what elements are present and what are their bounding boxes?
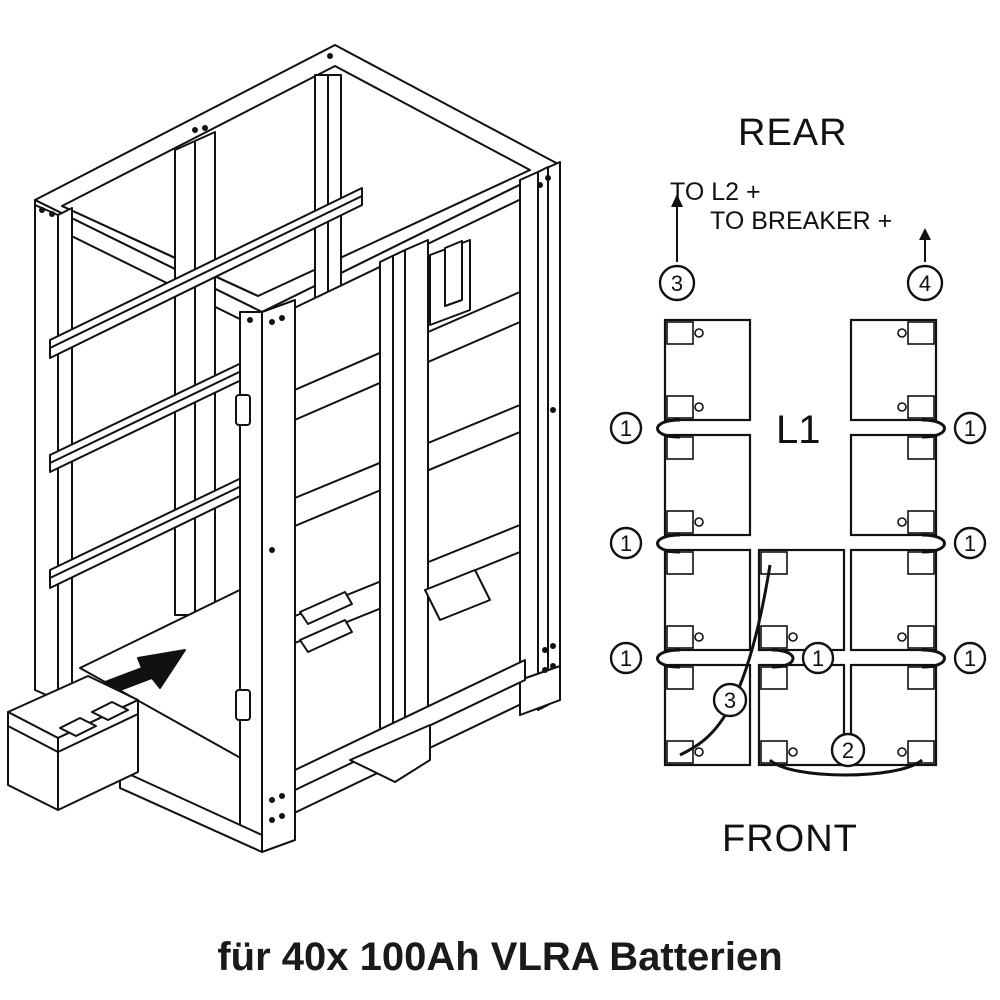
callout-number: 3 bbox=[671, 271, 683, 296]
callout-number: 2 bbox=[842, 738, 854, 763]
to-l2-label: TO L2 + bbox=[670, 178, 761, 206]
caption: für 40x 100Ah VLRA Batterien bbox=[217, 935, 783, 979]
output-leads bbox=[676, 205, 926, 262]
cabinet-right-post bbox=[519, 161, 561, 716]
callout-numbers: 3 4 1 1 1 1 1 1 1 3 2 bbox=[620, 271, 976, 763]
insert-direction-arrow-icon bbox=[104, 649, 186, 693]
front-label: FRONT bbox=[722, 818, 858, 860]
rear-label: REAR bbox=[738, 112, 848, 154]
cabinet-base bbox=[119, 659, 526, 853]
battery-terminals bbox=[666, 321, 935, 764]
callout-number: 4 bbox=[919, 271, 931, 296]
cabinet-bolt-holes bbox=[39, 53, 556, 823]
arrow-up-icon bbox=[671, 194, 931, 240]
callout-number: 1 bbox=[964, 646, 976, 671]
callout-number: 1 bbox=[964, 531, 976, 556]
callout-number: 1 bbox=[964, 416, 976, 441]
callout-number: 3 bbox=[724, 688, 736, 713]
cabinet-front-post bbox=[235, 299, 296, 853]
callout-number: 1 bbox=[620, 416, 632, 441]
string-label: L1 bbox=[776, 408, 821, 452]
battery-boxes bbox=[663, 318, 938, 767]
battery-block-icon bbox=[7, 675, 139, 811]
callout-number: 1 bbox=[620, 646, 632, 671]
callout-number: 1 bbox=[620, 531, 632, 556]
to-breaker-label: TO BREAKER + bbox=[710, 207, 893, 235]
callout-number: 1 bbox=[812, 646, 824, 671]
callout-circles bbox=[609, 264, 987, 768]
